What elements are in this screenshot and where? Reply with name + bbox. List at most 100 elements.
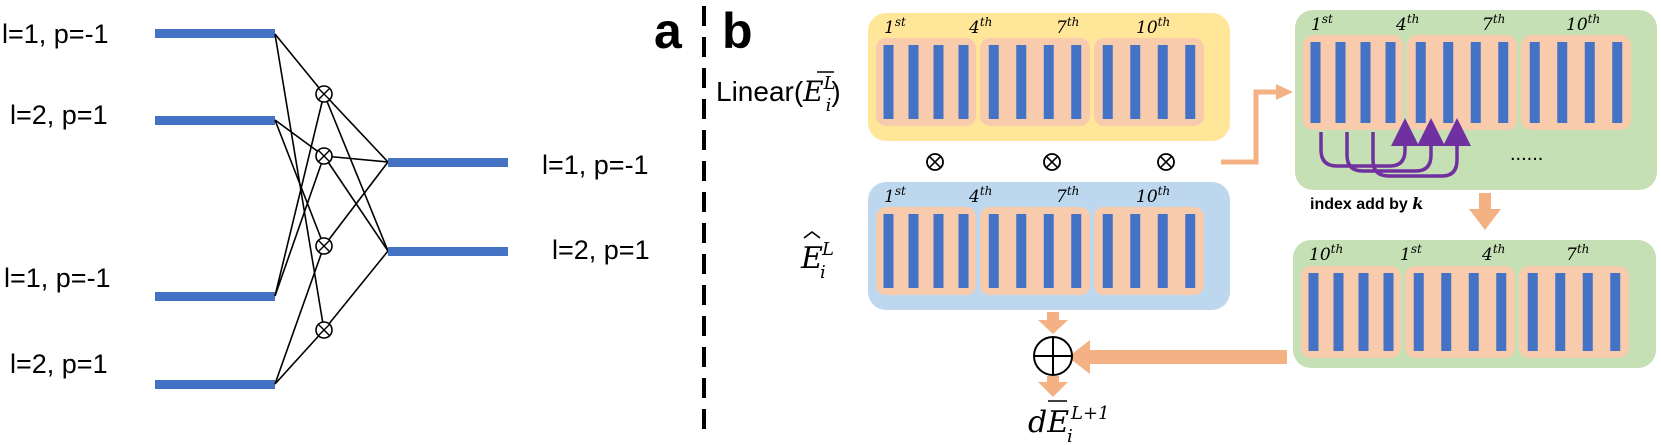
- rotated-group-3-bar-4: [1610, 273, 1621, 351]
- arrow-plus-to-output: [1038, 376, 1068, 397]
- product-node-3: [315, 237, 333, 255]
- input-bar-3: [155, 292, 275, 301]
- ehat-group-2-bar-4: [1071, 214, 1082, 288]
- linear-group-2-bar-2: [1016, 45, 1027, 119]
- linear-group-2: [980, 38, 1090, 126]
- times-symbol-2: [1043, 153, 1061, 171]
- svg-text:1st: 1st: [884, 15, 906, 38]
- output-bar-1: [388, 158, 508, 167]
- svg-text:4th: 4th: [1395, 12, 1419, 35]
- ehat-group-2-bar-3: [1043, 214, 1054, 288]
- svg-text:10th: 10th: [1309, 242, 1343, 265]
- panel-b-letter: b: [722, 3, 753, 59]
- shifted-group-3-bar-3: [1584, 42, 1595, 123]
- linear-group-2-bar-1: [988, 45, 999, 119]
- input-bar-1: [155, 29, 275, 38]
- shifted-group-1-bar-1: [1310, 42, 1321, 123]
- ehat-group-3-bar-3: [1157, 214, 1168, 288]
- shifted-group-1-bar-3: [1360, 42, 1371, 123]
- index-note-text: index add by: [1310, 196, 1408, 213]
- rotated-group-2-bar-4: [1496, 273, 1507, 351]
- arrow-to-shifted: [1221, 84, 1293, 165]
- ehat-group-3-bar-1: [1102, 214, 1113, 288]
- svg-text:10th: 10th: [1136, 184, 1170, 207]
- times-symbols: [926, 153, 1175, 171]
- linear-group-3-bar-3: [1157, 45, 1168, 119]
- svg-text:7th: 7th: [1566, 242, 1589, 265]
- ehat-group-1-bar-3: [933, 214, 944, 288]
- svg-text:7th: 7th: [1056, 15, 1079, 38]
- index-variable: k: [1412, 194, 1423, 213]
- rotated-group-1-bar-4: [1383, 273, 1394, 351]
- index-note: index add by k: [1310, 194, 1423, 213]
- ellipsis: ......: [1510, 143, 1543, 165]
- linear-label-1st: 1: [884, 18, 895, 38]
- shifted-group-1-bar-2: [1335, 42, 1346, 123]
- shifted-group-1: [1303, 35, 1403, 130]
- ehat-group-3: [1094, 207, 1204, 295]
- svg-text:4th: 4th: [1481, 242, 1505, 265]
- svg-text:4th: 4th: [968, 184, 992, 207]
- output-label-1: l=1, p=-1: [542, 150, 649, 180]
- svg-text:4th: 4th: [968, 15, 992, 38]
- shifted-group-1-bar-4: [1385, 42, 1396, 123]
- ehat-block-labels: 1st 4th 7th 10th: [884, 184, 1170, 207]
- svg-text:7th: 7th: [1482, 12, 1505, 35]
- panel-a: l=1, p=-1 l=2, p=1 l=1, p=-1 l=2, p=1: [2, 3, 683, 389]
- rotated-group-1: [1301, 266, 1401, 358]
- rotated-group-3: [1519, 266, 1629, 358]
- shifted-group-3-bar-4: [1612, 42, 1623, 123]
- linear-group-3: [1094, 38, 1204, 126]
- block-groups: [876, 35, 1631, 358]
- linear-label-7th: 7: [1056, 18, 1067, 38]
- svg-text:dE: dE: [1028, 405, 1069, 440]
- product-node-1: [315, 85, 333, 103]
- output-label: dE L+1 i: [1028, 400, 1110, 445]
- output-label-2: l=2, p=1: [552, 235, 650, 265]
- rotated-block-labels: 10th 1st 4th 7th: [1309, 242, 1589, 265]
- arrow-to-plus: [1068, 340, 1287, 374]
- shifted-group-2-bar-3: [1470, 42, 1481, 123]
- linear-group-1-bar-1: [883, 45, 894, 119]
- rotated-group-2-bar-2: [1441, 273, 1452, 351]
- plus-symbol: [1033, 336, 1073, 376]
- linear-label-suffix: ): [831, 76, 840, 107]
- rotated-group-2: [1405, 266, 1515, 358]
- shifted-group-2-bar-4: [1498, 42, 1509, 123]
- output-bar-2: [388, 247, 508, 256]
- linear-group-3-bar-2: [1130, 45, 1141, 119]
- linear-group-1-bar-3: [933, 45, 944, 119]
- svg-text:10th: 10th: [1136, 15, 1170, 38]
- svg-text:i: i: [1067, 426, 1073, 445]
- linear-label-4th: 4: [968, 18, 980, 38]
- svg-text:L: L: [821, 239, 834, 260]
- svg-text:7th: 7th: [1056, 184, 1079, 207]
- svg-text:1st: 1st: [1311, 12, 1333, 35]
- rotated-group-1-bar-3: [1358, 273, 1369, 351]
- product-node-4: [315, 321, 333, 339]
- shifted-group-3: [1521, 35, 1631, 130]
- rotated-group-3-bar-1: [1527, 273, 1538, 351]
- input-bar-2: [155, 116, 275, 125]
- svg-text:1st: 1st: [1400, 242, 1422, 265]
- svg-text:1st: 1st: [884, 184, 906, 207]
- shifted-group-3-bar-2: [1557, 42, 1568, 123]
- linear-group-3-bar-1: [1102, 45, 1113, 119]
- product-node-2: [315, 147, 333, 165]
- ehat-label: E L i: [800, 231, 834, 283]
- index-shift-arrows: [1319, 118, 1471, 178]
- rotated-group-2-bar-1: [1413, 273, 1424, 351]
- input-label-2: l=2, p=1: [10, 100, 108, 130]
- svg-text:E: E: [800, 241, 823, 276]
- input-bar-4: [155, 380, 275, 389]
- connector-lines: [274, 33, 389, 385]
- linear-group-3-bar-4: [1185, 45, 1196, 119]
- arrow-down-to-rotated: [1469, 193, 1501, 230]
- input-label-4: l=2, p=1: [10, 349, 108, 379]
- ehat-group-3-bar-4: [1185, 214, 1196, 288]
- shifted-block-labels: 1st 4th 7th 10th: [1311, 12, 1600, 35]
- rotated-group-1-bar-2: [1333, 273, 1344, 351]
- times-symbol-1: [926, 153, 944, 171]
